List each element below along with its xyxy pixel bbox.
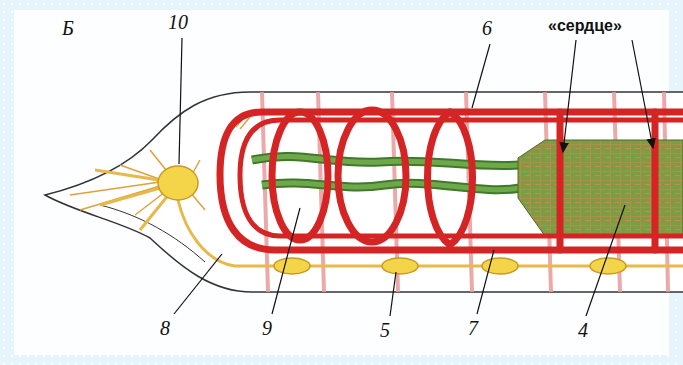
callout-number: 10 xyxy=(168,10,188,34)
part-label: «сердце» xyxy=(548,14,622,38)
callout-number: 4 xyxy=(578,318,588,342)
callout-number: 6 xyxy=(482,16,492,40)
callout-number: 5 xyxy=(380,318,390,342)
callout-number: 8 xyxy=(160,316,170,340)
callout-number: 9 xyxy=(262,316,272,340)
callout-number: 7 xyxy=(468,316,478,340)
callout-number: Б xyxy=(62,16,74,40)
